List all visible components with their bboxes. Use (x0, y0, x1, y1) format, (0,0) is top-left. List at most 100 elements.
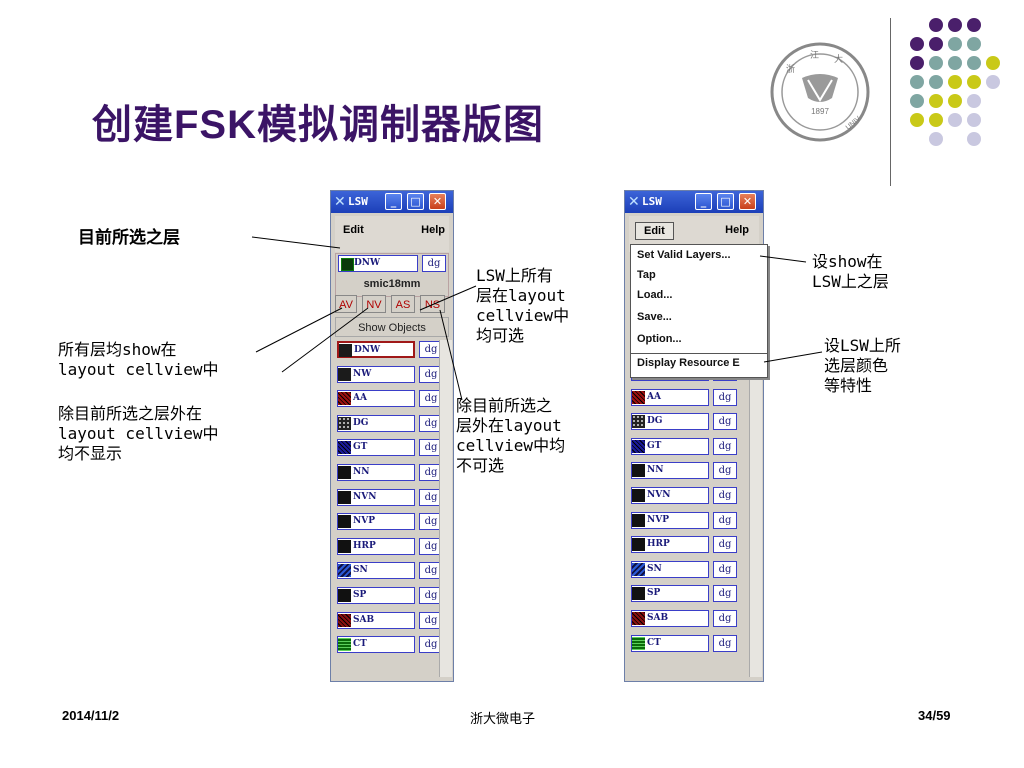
dropdown-item[interactable]: Save... (637, 311, 672, 323)
layer-label: CT (647, 637, 661, 648)
dropdown-item[interactable]: Set Valid Layers... (637, 249, 731, 261)
close-button[interactable]: ✕ (739, 193, 756, 210)
lsw-window-left: ✕ LSW _ □ ✕ Edit Help DNW dg smic18mm AV… (330, 190, 454, 682)
decorative-dot (929, 75, 943, 89)
layer-swatch (338, 367, 351, 381)
layer-purpose: dg (713, 511, 737, 529)
decorative-dot (986, 56, 1000, 70)
dropdown-item[interactable]: Tap (637, 269, 656, 281)
minimize-button[interactable]: _ (695, 193, 712, 210)
decorative-dot (967, 18, 981, 32)
current-layer-purpose: dg (422, 255, 446, 272)
decorative-dot (929, 113, 943, 127)
layer-swatch (338, 441, 351, 455)
close-button[interactable]: ✕ (429, 193, 446, 210)
menu-edit[interactable]: Edit (635, 222, 674, 240)
menu-edit[interactable]: Edit (343, 224, 364, 236)
scrollbar[interactable] (749, 363, 762, 677)
show-objects-button[interactable]: Show Objects (335, 317, 449, 337)
layer-label: HRP (353, 540, 376, 551)
layer-swatch (338, 564, 351, 578)
layer-swatch (632, 415, 645, 429)
layer-swatch (632, 562, 645, 576)
annotation-set-color: 设LSW上所 选层颜色 等特性 (824, 336, 901, 395)
app-icon: ✕ (334, 194, 346, 210)
leader-display-resource (763, 351, 823, 363)
decorative-dot (967, 132, 981, 146)
annotation-nonselectable: 除目前所选之 层外在layout cellview中均 不可选 (456, 396, 566, 475)
layer-swatch (338, 589, 351, 602)
layer-purpose: dg (419, 341, 443, 358)
layer-label: DNW (354, 345, 381, 355)
as-button[interactable]: AS (391, 295, 415, 313)
footer-page: 34/59 (918, 708, 951, 723)
menu-help[interactable]: Help (421, 224, 445, 236)
menu-help[interactable]: Help (725, 224, 749, 236)
layer-swatch (632, 636, 645, 650)
titlebar: ✕ LSW _ □ ✕ (625, 191, 763, 213)
decorative-dot (910, 56, 924, 70)
annotation-all-show: 所有层均show在 layout cellview中 (58, 340, 219, 379)
dropdown-item[interactable]: Option... (637, 333, 682, 345)
lsw-window-right: ✕ LSW _ □ ✕ Edit Help NWdgAAdgDGdgGTdgNN… (624, 190, 764, 682)
layer-label: NVN (647, 490, 671, 500)
layer-purpose: dg (419, 365, 443, 383)
current-layer-box: DNW dg (335, 253, 449, 297)
layer-swatch (341, 258, 354, 271)
maximize-button[interactable]: □ (717, 193, 734, 210)
dropdown-item[interactable]: Load... (637, 289, 673, 301)
layer-name: NVN (631, 487, 709, 504)
svg-text:1897: 1897 (811, 107, 829, 116)
decorative-dot (986, 75, 1000, 89)
decorative-dot (929, 56, 943, 70)
layer-name: NN (631, 462, 709, 480)
window-title: LSW (642, 195, 662, 208)
layer-label: NVP (647, 514, 669, 525)
layer-row[interactable]: DNW dg (335, 340, 443, 359)
layer-list: NWdgAAdgDGdgGTdgNNdgNVNdgNVPdgHRPdgSNdgS… (629, 363, 749, 677)
annotation-current-layer: 目前所选之层 (78, 228, 180, 248)
layer-purpose: dg (419, 611, 443, 629)
decorative-dot (948, 37, 962, 51)
layer-label: AA (353, 393, 367, 404)
app-icon: ✕ (628, 194, 640, 210)
layer-purpose: dg (713, 610, 737, 627)
decorative-dot (967, 94, 981, 108)
scrollbar[interactable] (439, 340, 452, 677)
layer-swatch (632, 390, 645, 404)
decorative-dot (929, 132, 943, 146)
decorative-dot (910, 113, 924, 127)
layer-name: DG (631, 413, 709, 431)
maximize-button[interactable]: □ (407, 193, 424, 210)
layer-name: AA (337, 390, 415, 408)
layer-swatch (632, 464, 645, 478)
minimize-button[interactable]: _ (385, 193, 402, 210)
layer-name: SAB (337, 611, 415, 629)
layer-row[interactable]: NVP dg (629, 511, 749, 530)
dropdown-item[interactable]: Display Resource E (637, 357, 740, 369)
current-layer-row[interactable]: DNW dg (336, 254, 448, 273)
